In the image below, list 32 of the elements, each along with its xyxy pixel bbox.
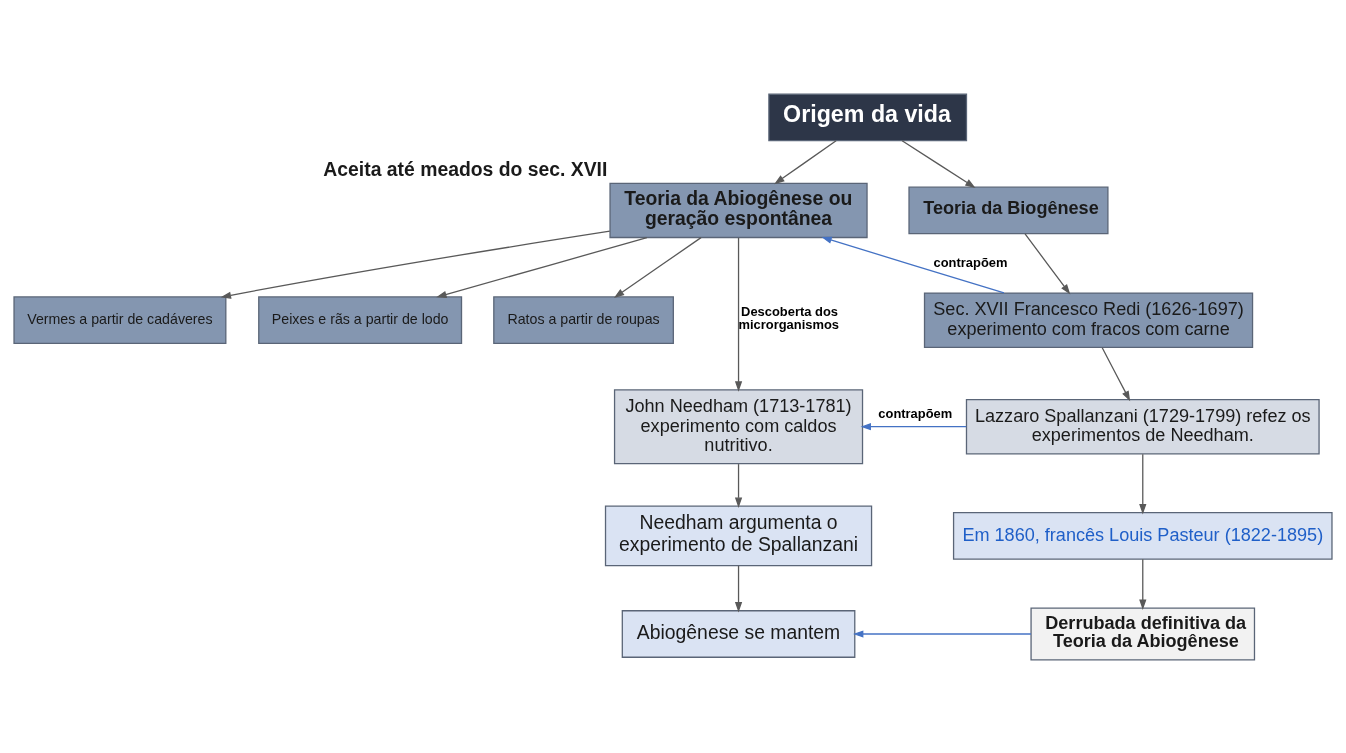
arrow [436,236,648,298]
node-box: Vermes a partir de cadáveres [13,295,227,344]
arrow [901,139,976,188]
node-box: Peixes e rãs a partir de lodo [258,295,463,344]
edge-label: Descoberta dos microrganismos [738,303,839,332]
node-box: Origem da vida [768,93,968,141]
arrow [774,139,837,184]
node-box: Em 1860, francês Louis Pasteur (1822-1895) [952,511,1333,560]
node-box: Sec. XVII Francesco Redi (1626-1697) experimento com fracos com carne [923,291,1254,348]
node-box: Lazzaro Spallanzani (1729-1799) refez os experimentos de Needham. [965,398,1320,454]
edge-label: contrapõem [933,254,1008,270]
arrow [860,422,967,430]
arrow [853,629,1032,638]
node-box: Teoria da Biogênese [908,186,1109,234]
edge-label: contrapõem [878,405,953,421]
node-box: Teoria da Abiogênese ou geração espontânea [609,182,868,238]
arrow [1139,558,1147,610]
arrow [734,236,743,392]
arrow [1101,346,1131,401]
arrow [734,462,743,508]
arrow [734,564,743,612]
node-box: Needham argumenta o experimento de Spallanzani [604,505,873,566]
node-box: Abiogênese se mantem [621,609,856,658]
arrow [1024,232,1071,294]
arrow [613,236,702,298]
arrow [1139,453,1147,514]
node-box: Ratos a partir de roupas [493,295,674,344]
node-box: Derrubada definitiva da Teoria da Abiogênese [1030,607,1256,660]
node-box: John Needham (1713-1781) experimento com caldos nutritivo. [613,388,864,464]
arrow [220,230,611,299]
arrow [821,236,1005,294]
node-label: Aceita até meados do sec. XVII [323,157,608,180]
